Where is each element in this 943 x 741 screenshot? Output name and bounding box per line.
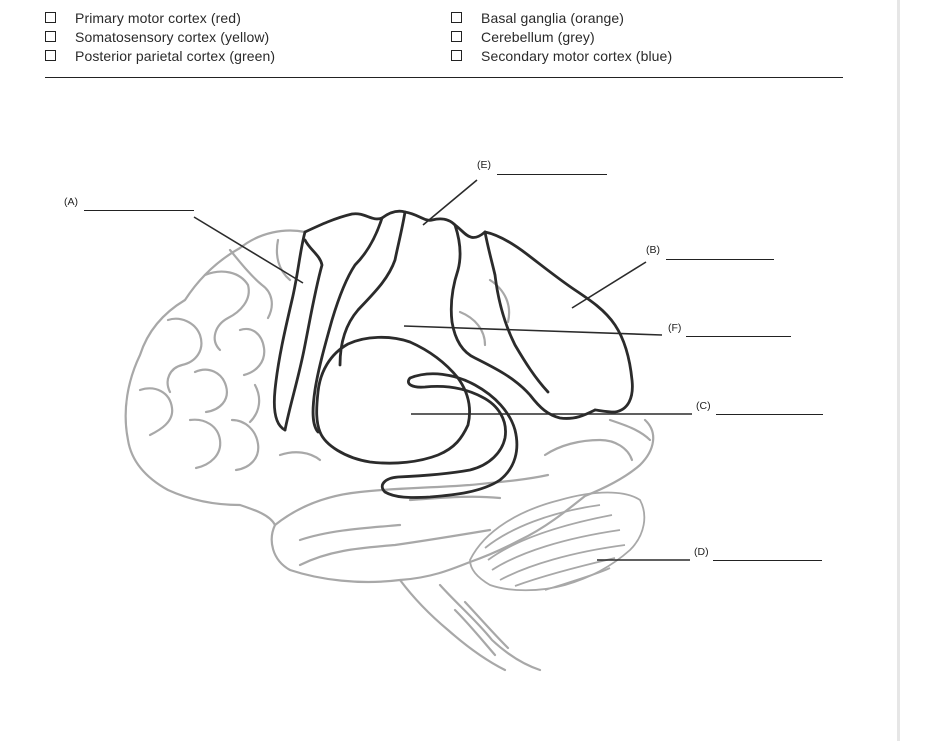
- gyrus-fold: [275, 238, 292, 282]
- gyrus-fold: [543, 438, 634, 462]
- gyrus-fold: [488, 278, 511, 324]
- legend-item-secondary-motor: Secondary motor cortex (blue): [451, 46, 672, 65]
- cerebellum: [469, 491, 646, 592]
- gyrus-fold: [238, 327, 266, 377]
- leader-lines: [193, 179, 692, 561]
- gyrus-fold: [230, 418, 260, 472]
- page-edge: [897, 0, 900, 741]
- legend-label: Primary motor cortex (red): [75, 9, 241, 26]
- legend-label: Posterior parietal cortex (green): [75, 47, 276, 64]
- gyrus-fold: [228, 248, 273, 320]
- answer-blank-c[interactable]: [716, 414, 823, 415]
- legend-label: Basal ganglia (orange): [481, 9, 625, 26]
- gyrus-fold: [248, 383, 261, 424]
- legend-item-primary-motor: Primary motor cortex (red): [45, 8, 275, 27]
- checkbox[interactable]: [451, 50, 462, 61]
- primary-motor-strip: [283, 238, 324, 432]
- cerebellum-folia: [544, 567, 611, 591]
- brain-outline: [124, 229, 655, 672]
- gyrus-fold: [458, 310, 487, 347]
- legend-label: Somatosensory cortex (yellow): [75, 28, 270, 45]
- label-b: (B): [646, 244, 660, 256]
- legend-item-somatosensory: Somatosensory cortex (yellow): [45, 27, 275, 46]
- legend-item-posterior-parietal: Posterior parietal cortex (green): [45, 46, 275, 65]
- temporal-lobe-lower: [298, 528, 492, 567]
- label-f: (F): [668, 322, 682, 334]
- gyrus-fold: [278, 451, 322, 462]
- caudate-tail: [380, 372, 519, 499]
- gyrus-fold: [138, 387, 174, 437]
- parietal-outer-border: [483, 230, 634, 414]
- divider-rule: [45, 77, 843, 78]
- gyrus-fold: [408, 495, 502, 502]
- label-d: (D): [694, 546, 709, 558]
- leader-line-e: [422, 179, 478, 226]
- gyrus-fold: [608, 418, 652, 442]
- gyrus-fold: [203, 270, 250, 352]
- answer-blank-b[interactable]: [666, 259, 774, 260]
- legend-right-column: Basal ganglia (orange) Cerebellum (grey)…: [451, 8, 672, 65]
- cerebrum-outline: [124, 229, 655, 584]
- leader-line-f: [403, 325, 663, 336]
- cerebellum-folia: [487, 514, 613, 561]
- label-c: (C): [696, 400, 711, 412]
- gyrus-fold: [166, 317, 203, 394]
- legend-item-basal-ganglia: Basal ganglia (orange): [451, 8, 672, 27]
- legend-label: Secondary motor cortex (blue): [481, 47, 673, 64]
- leader-line-b: [571, 261, 647, 309]
- cerebellum-outline: [469, 491, 646, 592]
- label-e: (E): [477, 159, 491, 171]
- brainstem-outline: [398, 578, 542, 672]
- posterior-parietal-region: [449, 223, 597, 420]
- brainstem-inner: [453, 600, 510, 657]
- answer-blank-e[interactable]: [497, 174, 607, 175]
- leader-line-a: [193, 216, 304, 284]
- cortical-regions: [272, 209, 634, 499]
- gyrus-fold: [298, 523, 402, 542]
- answer-blank-f[interactable]: [686, 336, 791, 337]
- checkbox[interactable]: [45, 31, 56, 42]
- somatosensory-strip-right: [338, 210, 407, 367]
- checkbox[interactable]: [45, 12, 56, 23]
- temporal-lobe-outline: [273, 473, 550, 527]
- checkbox[interactable]: [45, 50, 56, 61]
- checkbox[interactable]: [451, 12, 462, 23]
- cerebellum-folia: [499, 544, 626, 581]
- gyrus-fold: [188, 418, 222, 470]
- legend-label: Cerebellum (grey): [481, 28, 595, 45]
- parietal-inner-border: [483, 230, 550, 394]
- cerebellum-folia: [491, 529, 621, 571]
- somatosensory-strip: [311, 216, 384, 434]
- answer-blank-d[interactable]: [713, 560, 822, 561]
- checkbox[interactable]: [451, 31, 462, 42]
- primary-motor-strip-left: [272, 230, 307, 432]
- label-a: (A): [64, 196, 78, 208]
- legend-item-cerebellum: Cerebellum (grey): [451, 27, 672, 46]
- legend-left-column: Primary motor cortex (red) Somatosensory…: [45, 8, 275, 65]
- gyrus-fold: [193, 368, 228, 414]
- cerebellum-folia: [484, 504, 601, 549]
- answer-blank-a[interactable]: [84, 210, 194, 211]
